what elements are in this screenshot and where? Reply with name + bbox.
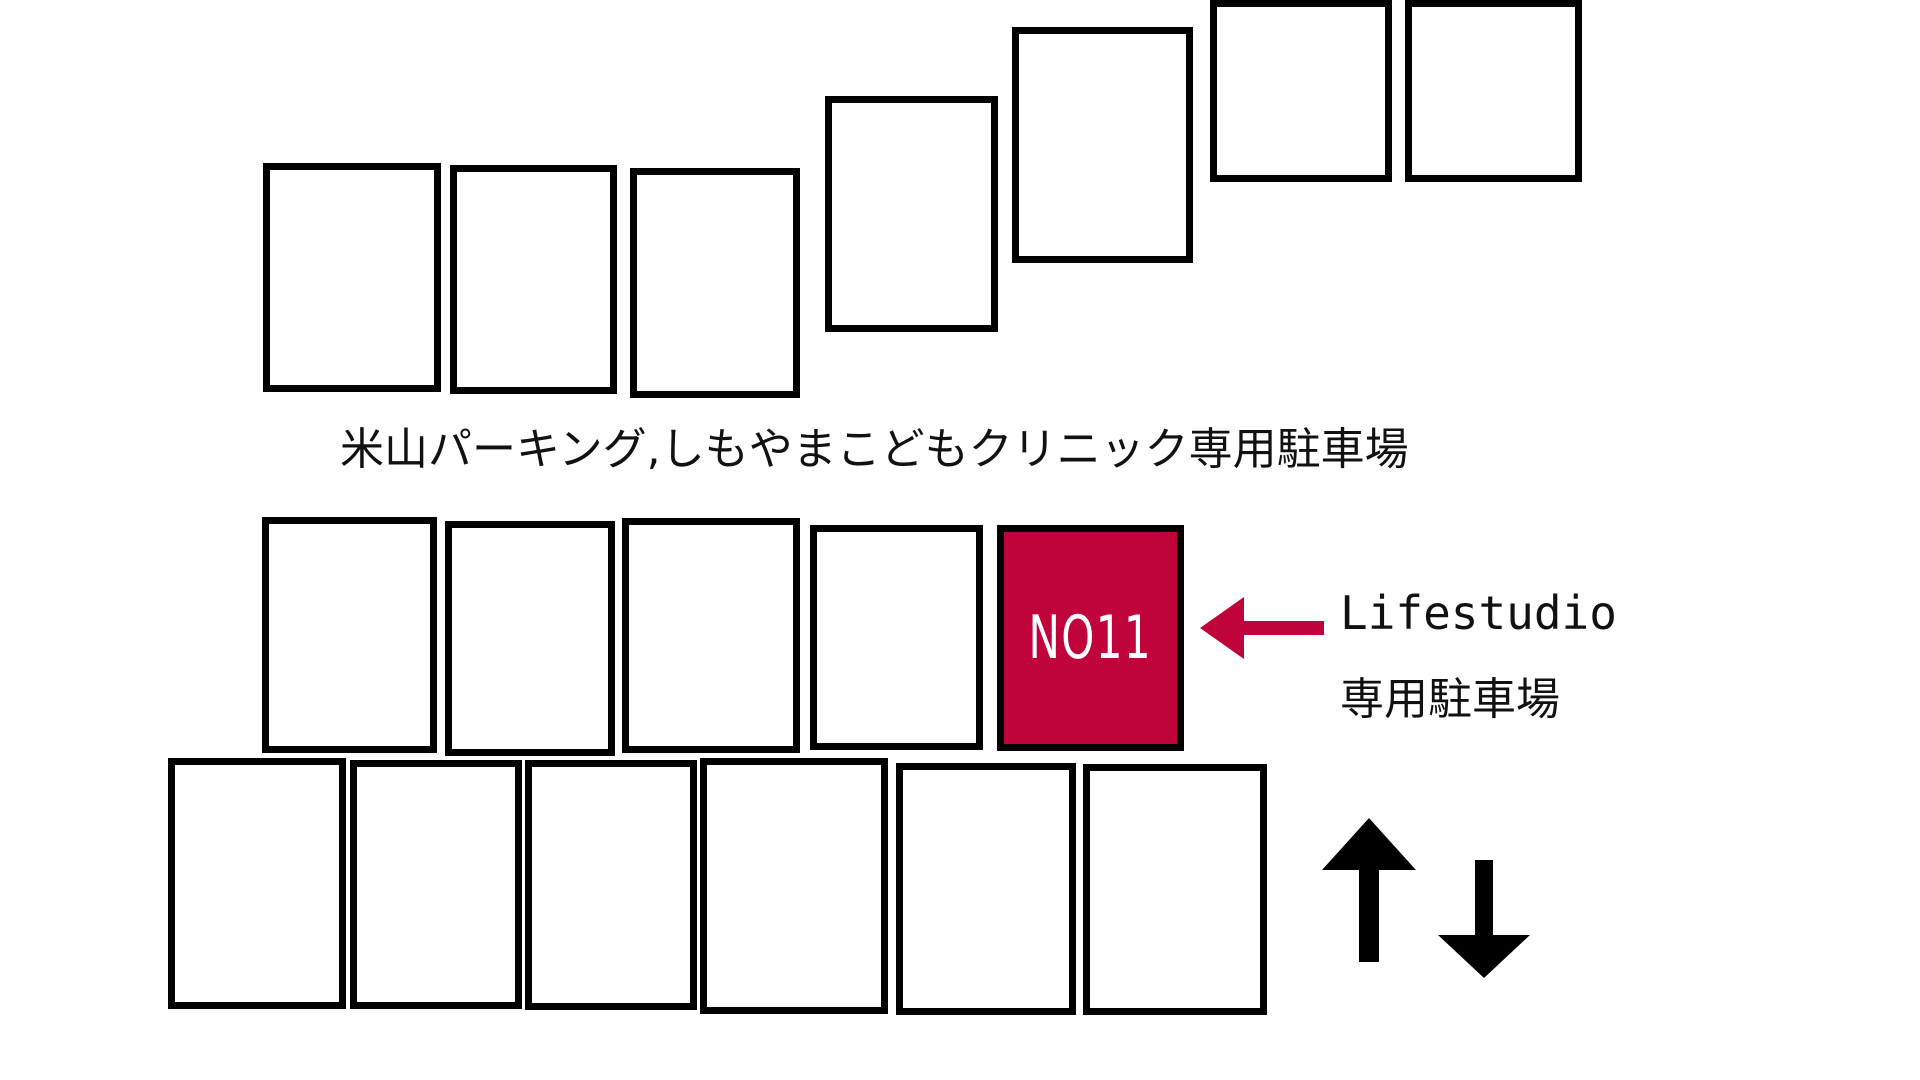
parking-space [630, 168, 800, 398]
parking-space-number: NO11 [1028, 603, 1153, 673]
assigned-description: 専用駐車場 [1340, 674, 1560, 725]
parking-space [896, 763, 1076, 1015]
parking-space [1210, 0, 1392, 182]
assigned-to-name: Lifestudio [1340, 586, 1617, 640]
arrow-up-icon [1322, 818, 1416, 962]
arrow-left-icon [1200, 597, 1324, 659]
parking-space [1083, 764, 1267, 1015]
parking-space [1012, 27, 1193, 263]
map-title: 米山パーキング,しもやまこどもクリニック専用駐車場 [340, 424, 1409, 475]
parking-space [445, 521, 615, 756]
parking-space [622, 518, 800, 753]
parking-space [825, 96, 998, 332]
parking-space [263, 163, 441, 392]
arrow-down-icon [1438, 860, 1530, 978]
parking-space [525, 760, 697, 1010]
parking-space [450, 165, 617, 394]
parking-space [350, 760, 522, 1009]
parking-space [1405, 0, 1582, 182]
parking-space [810, 525, 983, 750]
parking-space [168, 758, 346, 1009]
parking-space [700, 758, 888, 1014]
parking-space [262, 517, 437, 753]
parking-space-highlighted: NO11 [997, 525, 1184, 751]
